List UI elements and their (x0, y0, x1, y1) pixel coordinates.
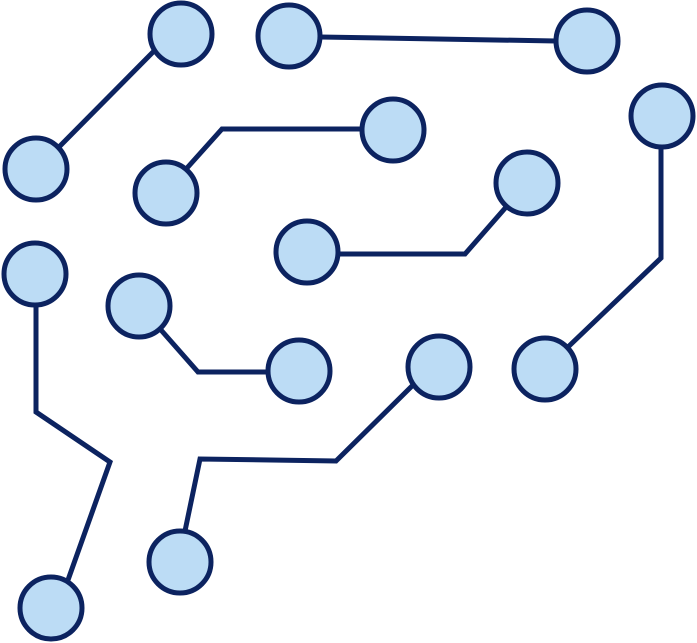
node-right-lower-center (405, 333, 473, 401)
connector-top-left (56, 47, 158, 150)
node-top-right (553, 7, 621, 75)
node-center-left-lower (105, 272, 173, 340)
node-center (273, 218, 341, 286)
node-center-lower (265, 337, 333, 405)
node-left-upper (2, 135, 70, 203)
connector-upper-middle (185, 126, 362, 170)
node-right-center (493, 149, 561, 217)
node-right-lower (511, 335, 579, 403)
node-bottom-left (17, 574, 85, 642)
connector-right-long (566, 147, 664, 349)
node-left-middle (1, 240, 69, 308)
connector-bottom-center (182, 383, 415, 532)
connector-center-right (338, 204, 509, 257)
connector-left-long (33, 305, 114, 581)
connectors (33, 34, 664, 581)
node-top-center (255, 2, 323, 70)
connector-center-lower (159, 328, 268, 375)
node-bottom-center-left (146, 528, 214, 596)
node-top-left-center (147, 0, 215, 68)
node-right-upper (628, 82, 696, 150)
node-center-left (132, 159, 200, 227)
connector-top (319, 34, 557, 44)
node-center-upper-right (359, 96, 427, 164)
